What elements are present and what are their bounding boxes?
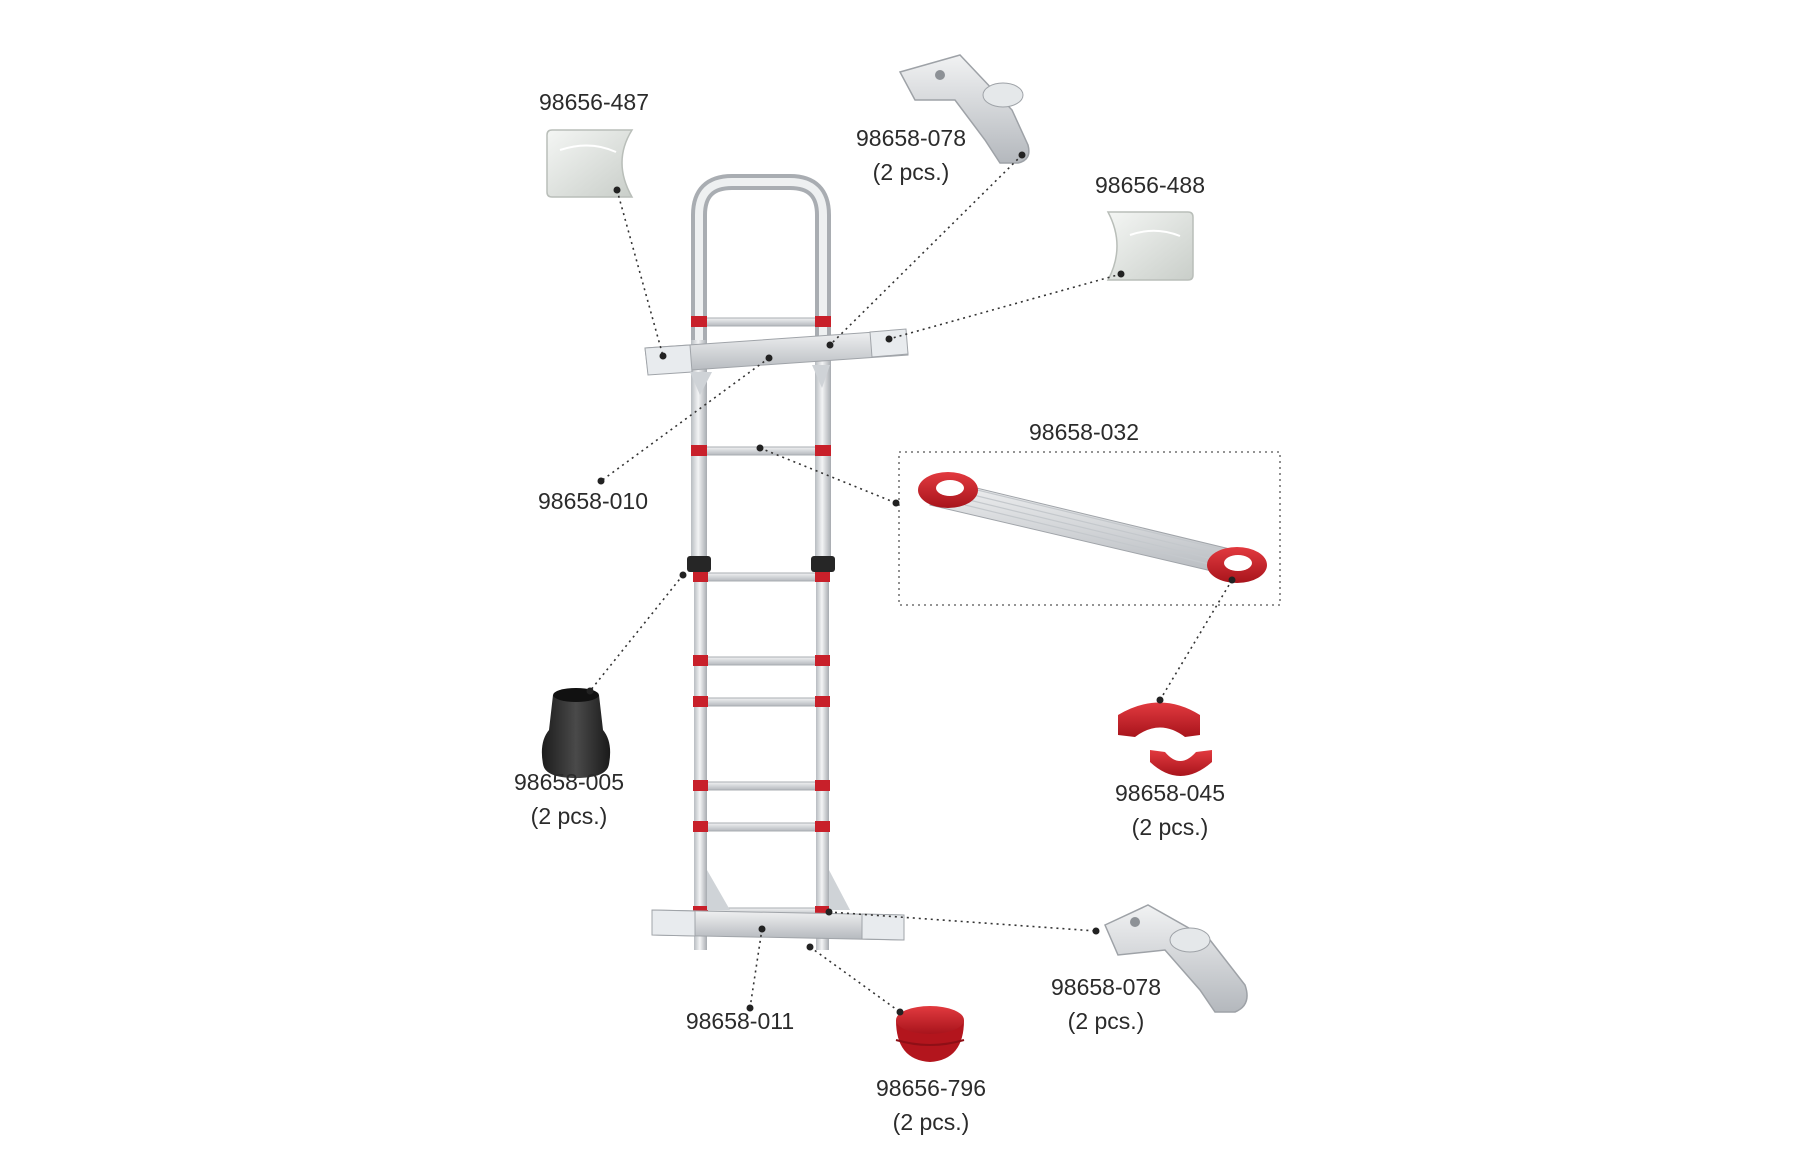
leader-dots <box>586 151 1236 1016</box>
part-quantity: (2 pcs.) <box>530 803 608 829</box>
label-98656-488: 98656-488 <box>1095 168 1205 202</box>
leader-98658-078-bottom <box>828 911 1097 932</box>
part-code: 98656-796 <box>876 1075 986 1101</box>
part-code: 98656-487 <box>539 89 649 115</box>
part-step-98658-032 <box>898 451 1281 606</box>
part-code: 98658-045 <box>1115 780 1225 806</box>
label-98658-045: 98658-045 (2 pcs.) <box>1115 776 1225 844</box>
leader-98658-045 <box>1159 579 1233 701</box>
label-98656-796: 98656-796 (2 pcs.) <box>876 1071 986 1139</box>
part-quantity: (2 pcs.) <box>1067 1008 1145 1034</box>
label-98658-032: 98658-032 <box>1029 415 1139 449</box>
ladder-top-mount-bar <box>644 328 909 395</box>
ladder-rungs <box>704 317 818 917</box>
leader-98656-796 <box>809 946 901 1013</box>
leader-98658-011 <box>749 928 763 1009</box>
ladder-lower-right-rail <box>816 570 829 950</box>
part-red-plug-98656-796 <box>895 1006 965 1062</box>
part-quantity: (2 pcs.) <box>1131 814 1209 840</box>
leader-98658-010 <box>600 357 770 482</box>
part-code: 98658-078 <box>856 125 966 151</box>
part-quantity: (2 pcs.) <box>892 1109 970 1135</box>
leader-98658-005 <box>589 574 684 692</box>
part-cover-98656-488 <box>1106 211 1194 281</box>
part-quantity: (2 pcs.) <box>872 159 950 185</box>
label-98656-487: 98656-487 <box>539 85 649 119</box>
part-red-clips-98658-045 <box>1118 702 1212 776</box>
part-bracket-98658-078-bottom <box>1104 904 1248 1013</box>
part-code: 98658-078 <box>1051 974 1161 1000</box>
ladder-lower-left-rail <box>694 570 707 950</box>
ladder-bottom-mount-bar <box>651 870 905 941</box>
label-98658-078-top: 98658-078 (2 pcs.) <box>856 121 966 189</box>
part-code: 98658-010 <box>538 488 648 514</box>
label-98658-011: 98658-011 <box>686 1004 794 1038</box>
label-98658-005: 98658-005 (2 pcs.) <box>514 765 624 833</box>
part-code: 98658-005 <box>514 769 624 795</box>
leader-98656-487 <box>616 189 664 357</box>
step-callout-box <box>898 451 1281 606</box>
label-98658-078-bottom: 98658-078 (2 pcs.) <box>1051 970 1161 1038</box>
ladder-black-caps <box>687 556 835 572</box>
label-98658-010: 98658-010 <box>538 484 648 518</box>
leader-lines <box>589 154 1233 1013</box>
part-code: 98658-032 <box>1029 419 1139 445</box>
leader-98658-032 <box>759 447 897 504</box>
part-code: 98656-488 <box>1095 172 1205 198</box>
ladder-assembly <box>644 174 909 950</box>
part-cover-98656-487 <box>546 129 634 198</box>
part-code: 98658-011 <box>685 1008 795 1034</box>
leader-98656-488 <box>888 273 1122 340</box>
part-bracket-98658-078-top <box>898 54 1030 164</box>
